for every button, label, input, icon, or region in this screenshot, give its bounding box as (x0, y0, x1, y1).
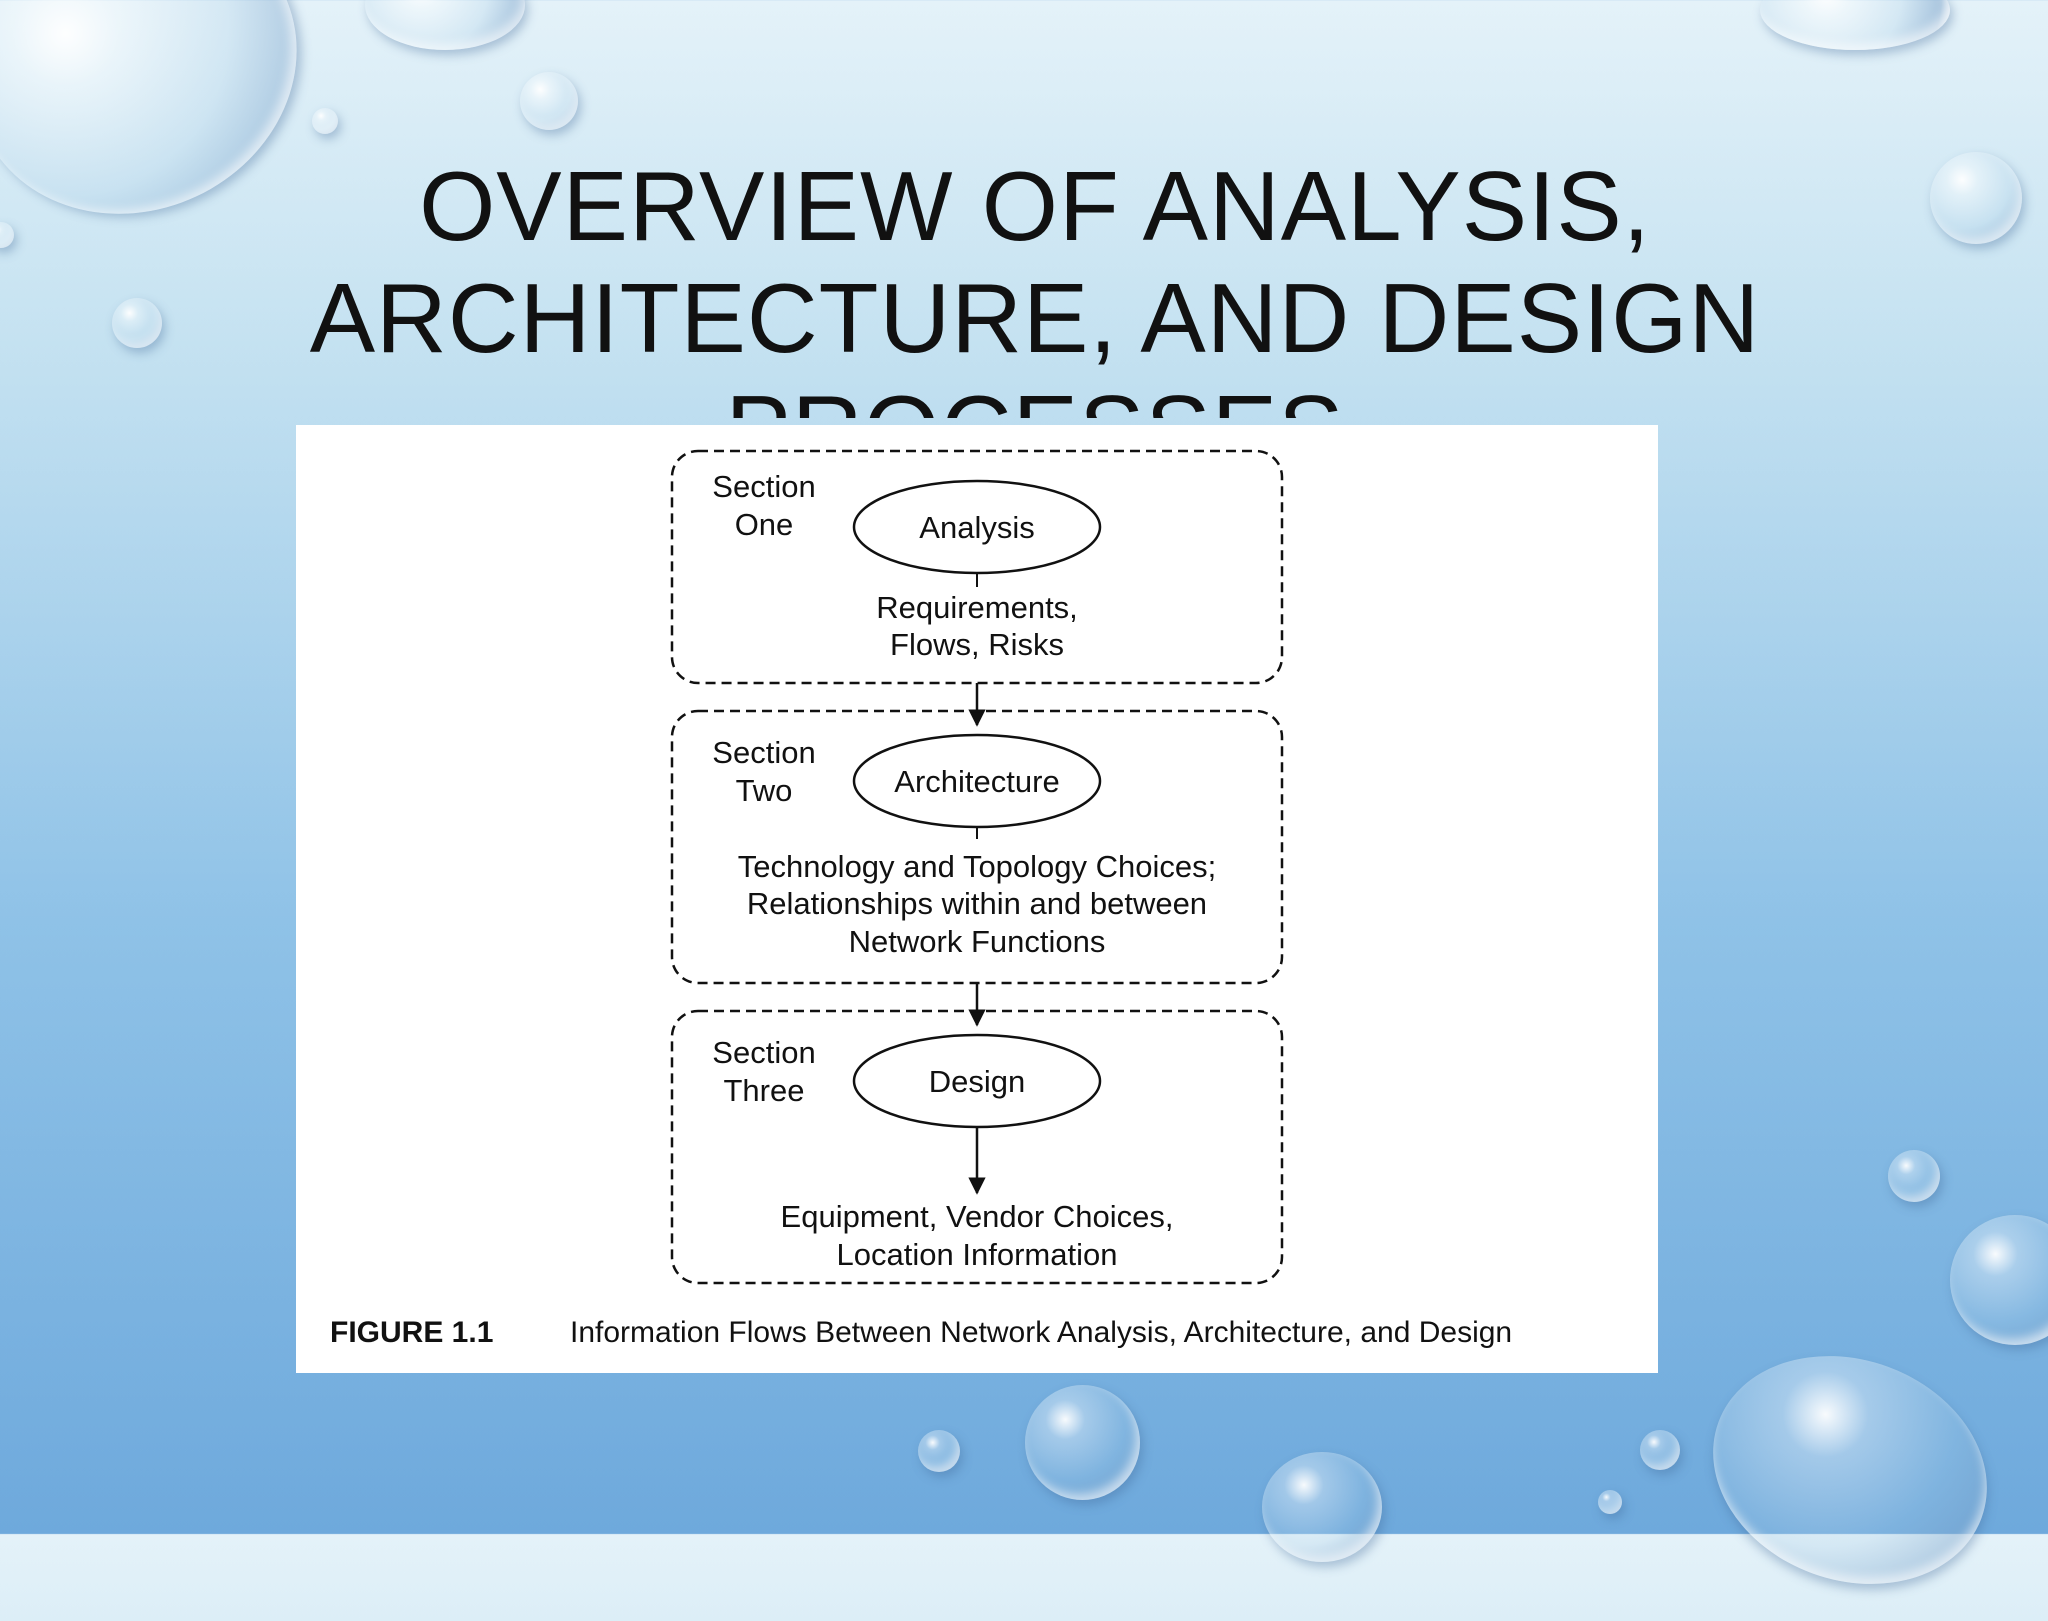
section-one-label: Section (712, 469, 815, 504)
slide-title-line: OVERVIEW OF ANALYSIS, (419, 151, 1651, 261)
water-drop-decoration (365, 0, 525, 50)
section-two-label: Section (712, 735, 815, 770)
analysis-output: Requirements, (876, 590, 1078, 625)
design-output: Location Information (837, 1237, 1118, 1272)
water-drop-decoration (0, 222, 14, 248)
section-three-label: Section (712, 1035, 815, 1070)
water-drop-decoration (1680, 1318, 2020, 1621)
figure-image: Section One Analysis Requirements, Flows… (296, 425, 1658, 1373)
architecture-output: Network Functions (849, 924, 1106, 959)
section-one-label: One (735, 507, 794, 542)
water-drop-decoration (1640, 1430, 1680, 1470)
figure-caption-text: Information Flows Between Network Analys… (570, 1316, 1512, 1349)
water-drop-decoration (1888, 1150, 1940, 1202)
water-drop-decoration (112, 298, 162, 348)
water-drop-decoration (1598, 1490, 1622, 1514)
water-drop-decoration (1262, 1452, 1382, 1562)
figure-caption-label: FIGURE 1.1 (330, 1316, 493, 1349)
architecture-output: Technology and Topology Choices; (738, 849, 1217, 884)
design-output: Equipment, Vendor Choices, (781, 1199, 1174, 1234)
design-node-label: Design (929, 1064, 1026, 1099)
section-two-label: Two (736, 773, 793, 808)
architecture-node-label: Architecture (894, 764, 1059, 799)
slide-title: OVERVIEW OF ANALYSIS, ARCHITECTURE, AND … (200, 150, 1870, 418)
analysis-output: Flows, Risks (890, 627, 1064, 662)
water-drop-decoration (1025, 1385, 1140, 1500)
architecture-output: Relationships within and between (747, 886, 1207, 921)
analysis-node-label: Analysis (919, 510, 1034, 545)
slide-title-line: ARCHITECTURE, AND DESIGN (309, 263, 1761, 373)
flow-diagram: Section One Analysis Requirements, Flows… (330, 449, 1512, 1349)
section-one-box (670, 449, 1284, 685)
water-drop-decoration (1760, 0, 1950, 50)
water-drop-decoration (918, 1430, 960, 1472)
section-three-label: Three (724, 1073, 805, 1108)
slide-title-line: PROCESSES (200, 374, 1870, 418)
section-three-box (670, 1009, 1284, 1285)
water-drop-decoration (312, 108, 338, 134)
water-drop-decoration (1950, 1215, 2048, 1345)
water-drop-decoration (520, 72, 578, 130)
water-drop-decoration (1930, 152, 2022, 244)
